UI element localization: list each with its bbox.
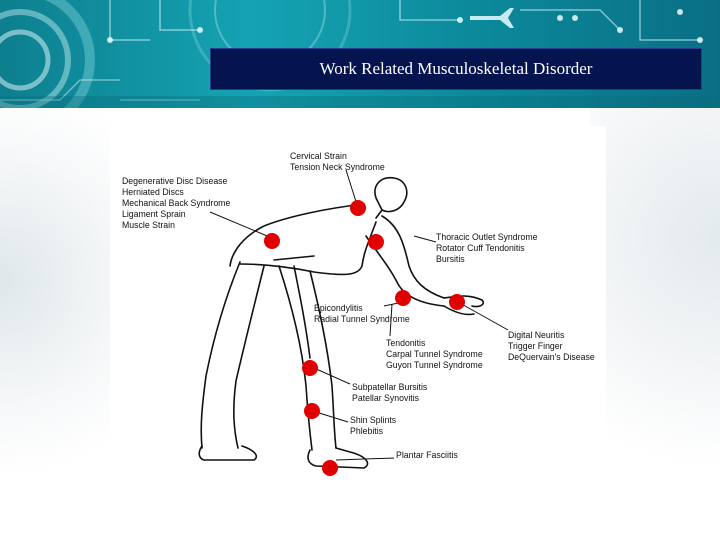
marker-knee xyxy=(302,360,318,376)
marker-shin xyxy=(304,403,320,419)
background-right xyxy=(590,108,720,540)
background-left xyxy=(0,108,110,540)
marker-hand xyxy=(449,294,465,310)
marker-neck xyxy=(350,200,366,216)
title-box: Work Related Musculoskeletal Disorder xyxy=(210,48,702,90)
marker-foot xyxy=(322,460,338,476)
label-foot: Plantar Fasciitis xyxy=(396,450,458,461)
marker-back xyxy=(264,233,280,249)
marker-shoulder xyxy=(368,234,384,250)
slide-title: Work Related Musculoskeletal Disorder xyxy=(320,59,593,79)
header-banner: Work Related Musculoskeletal Disorder xyxy=(0,0,720,108)
